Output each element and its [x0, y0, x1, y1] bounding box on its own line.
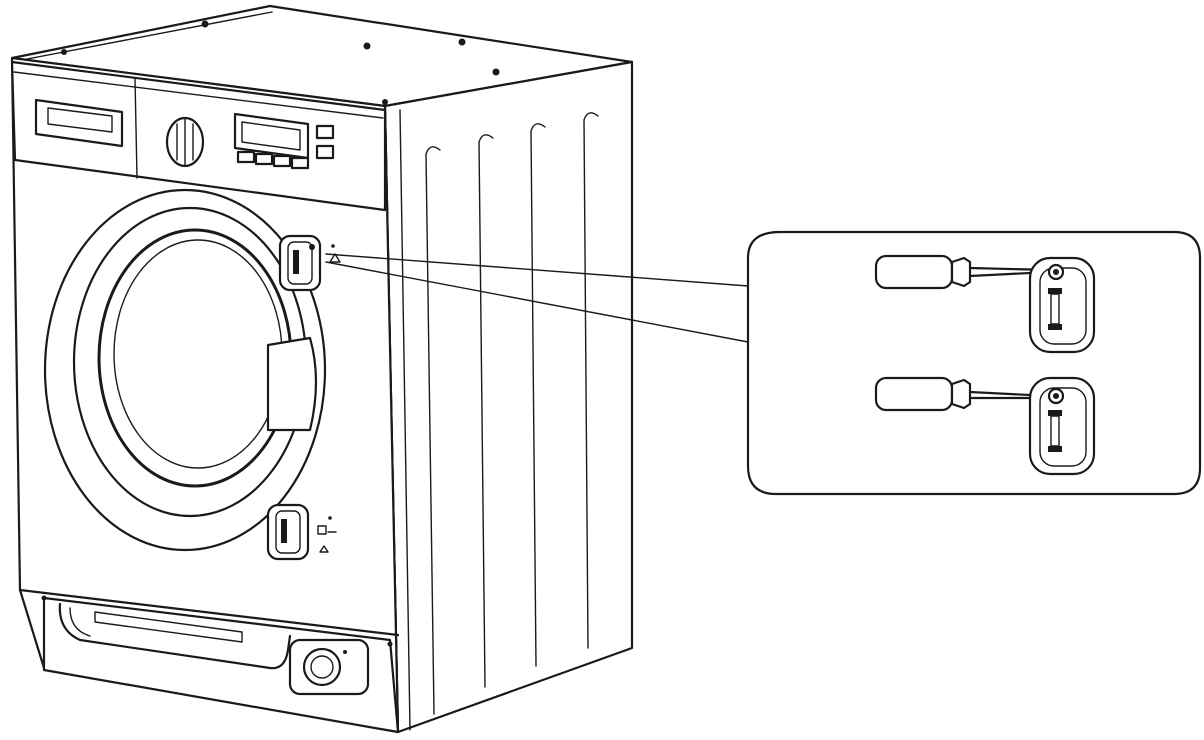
- door-symbol-icon: [317, 525, 327, 535]
- lock-symbol-icon: [319, 545, 329, 553]
- washing-machine: [10, 4, 634, 734]
- hinge-detail-icon: [1028, 376, 1096, 476]
- upper-hinge[interactable]: [278, 234, 341, 292]
- warning-icon: [329, 253, 341, 263]
- start-button[interactable]: [315, 124, 335, 140]
- callout-connector: [325, 253, 749, 343]
- callout-step-2: [874, 376, 1096, 476]
- door[interactable]: [43, 188, 327, 552]
- screwdriver-icon: [874, 254, 1052, 290]
- display-screen: [233, 112, 310, 170]
- filter-cover[interactable]: [288, 638, 370, 696]
- door-handle[interactable]: [266, 336, 318, 432]
- callout-box: [746, 230, 1202, 496]
- power-button[interactable]: [315, 144, 335, 160]
- detergent-drawer[interactable]: [34, 98, 124, 148]
- side-panel: [383, 60, 634, 734]
- callout-step-1: [874, 254, 1096, 354]
- program-knob[interactable]: [165, 116, 205, 168]
- kick-panel: [41, 595, 400, 734]
- lower-hinge[interactable]: [266, 503, 337, 561]
- hinge-detail-icon: [1028, 256, 1096, 354]
- control-buttons[interactable]: [315, 124, 335, 160]
